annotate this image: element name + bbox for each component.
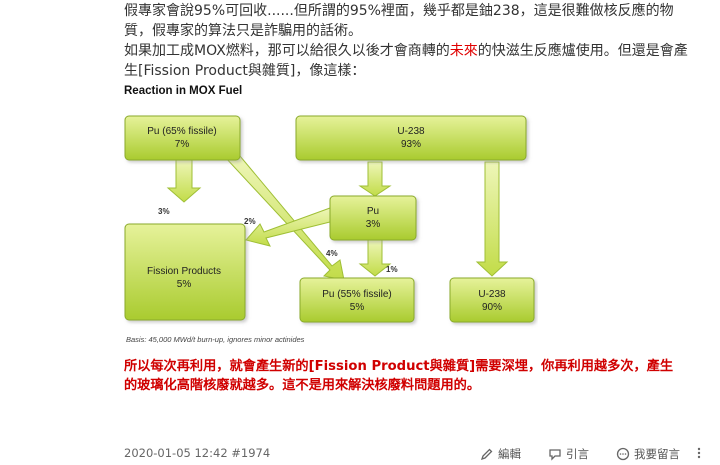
box-pu-output bbox=[299, 277, 415, 323]
post-red-line1: 所以每次再利用，就會產生新的[Fission Product與雜質]需要深埋，你… bbox=[124, 359, 674, 374]
diagram-title: Reaction in MOX Fuel bbox=[124, 85, 242, 97]
flow-label-pumid-to-pu55: 1% bbox=[386, 265, 398, 274]
reply-button[interactable]: 我要留言 bbox=[616, 446, 680, 462]
box-pu-mid-name: Pu bbox=[367, 206, 379, 217]
post-text-line1: 假專家會說95%可回收......但所謂的95%裡面，幾乎都是鈾238，這是很難… bbox=[124, 3, 674, 19]
box-pu-input-value: 7% bbox=[175, 139, 190, 150]
arrow-pu-to-pu55 bbox=[222, 155, 345, 281]
edit-label: 編輯 bbox=[498, 447, 521, 461]
quote-label: 引言 bbox=[566, 447, 589, 461]
post-text-line4: 生[Fission Product與雜質]，像這樣： bbox=[124, 63, 366, 79]
post-text-highlight: 未來 bbox=[449, 43, 478, 59]
post-footer: 2020-01-05 12:42 #1974 編輯 引言 我要留言 bbox=[124, 446, 720, 462]
post-text-line3-a: 如果加工成MOX燃料，那可以給很久以後才會商轉的 bbox=[124, 43, 450, 59]
comment-icon bbox=[616, 447, 630, 461]
box-pu-output-name: Pu (55% fissile) bbox=[322, 289, 391, 300]
box-u238-input-value: 93% bbox=[401, 139, 421, 150]
box-pu-mid bbox=[329, 195, 417, 241]
box-pu-input-name: Pu (65% fissile) bbox=[147, 126, 216, 137]
arrow-u238-to-u238 bbox=[475, 161, 509, 277]
post-text-line3-b: 的快滋生反應爐使用。但還是會產 bbox=[477, 43, 688, 59]
arrow-u238-to-pumid bbox=[358, 161, 392, 197]
box-fp-name: Fission Products bbox=[147, 266, 221, 277]
arrow-pumid-to-fp bbox=[245, 207, 331, 247]
edit-button[interactable]: 編輯 bbox=[480, 446, 521, 462]
flow-label-pu-to-pu55: 4% bbox=[326, 249, 338, 258]
flow-label-pumid-to-fp: 2% bbox=[244, 217, 256, 226]
post-text-line3: 如果加工成MOX燃料，那可以給很久以後才會商轉的未來的快滋生反應爐使用。但還是會… bbox=[124, 42, 688, 61]
mox-reaction-diagram: Reaction in MOX Fuel bbox=[118, 80, 538, 350]
more-options-button[interactable] bbox=[694, 446, 704, 460]
post-red-line2: 的玻璃化高階核廢就越多。這不是用來解決核廢料問題用的。 bbox=[124, 378, 481, 393]
box-fp-value: 5% bbox=[177, 279, 192, 290]
quote-icon bbox=[549, 449, 561, 461]
box-u238-input-name: U-238 bbox=[397, 126, 425, 137]
post-meta: 2020-01-05 12:42 #1974 bbox=[124, 446, 271, 460]
box-fission-products bbox=[124, 223, 246, 321]
box-u238-output-value: 90% bbox=[482, 302, 502, 313]
diagram-basis-note: Basis: 45,000 MWd/t burn-up, ignores min… bbox=[126, 335, 305, 344]
box-pu-input bbox=[124, 115, 241, 161]
box-u238-output-name: U-238 bbox=[478, 289, 506, 300]
reply-label: 我要留言 bbox=[634, 447, 680, 461]
more-vertical-icon bbox=[697, 447, 701, 459]
quote-button[interactable]: 引言 bbox=[548, 446, 589, 462]
post-text-line2: 質，假專家的算法只是詐騙用的話術。 bbox=[124, 23, 362, 39]
box-u238-output bbox=[449, 277, 535, 323]
arrow-pumid-to-pu55 bbox=[358, 239, 392, 277]
arrow-pu-to-fp bbox=[166, 159, 202, 203]
box-pu-output-value: 5% bbox=[350, 302, 365, 313]
diagram-arrows bbox=[166, 155, 509, 281]
pencil-icon bbox=[480, 448, 493, 461]
box-u238-input bbox=[295, 115, 527, 161]
box-pu-mid-value: 3% bbox=[366, 219, 381, 230]
flow-label-pu-to-fp: 3% bbox=[158, 207, 170, 216]
